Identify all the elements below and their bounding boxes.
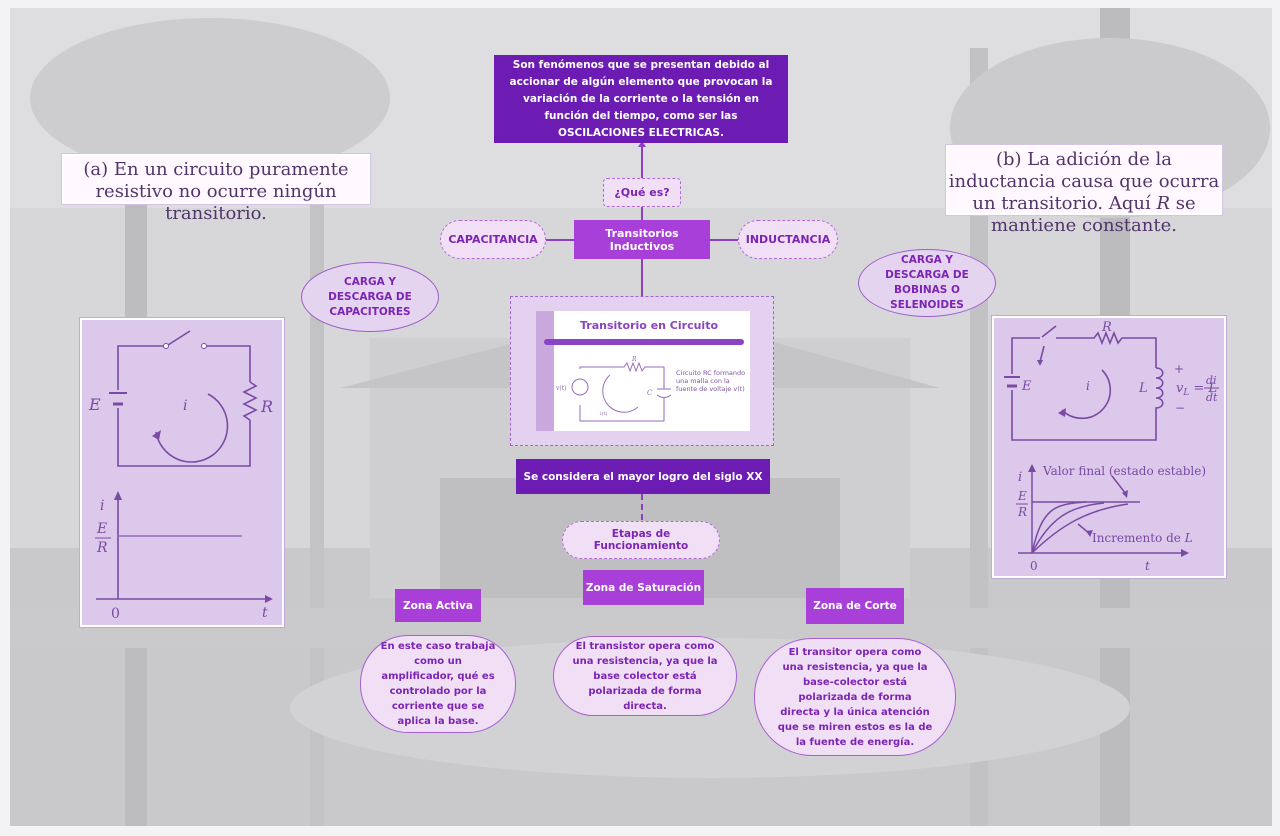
question-node: ¿Qué es? — [603, 178, 681, 207]
resistive-circuit-diagram: E i R i E R 0 t — [88, 330, 273, 622]
final-value-label: Valor final (estado estable) — [1042, 464, 1206, 478]
zone-activa-text: En este caso trabaja como un amplificado… — [380, 641, 496, 727]
axis-i: i — [1018, 470, 1022, 485]
frac-e: E — [1017, 489, 1027, 503]
connector-center-capacitancia — [546, 239, 574, 241]
right-caption-end: se mantiene constante. — [991, 193, 1196, 236]
achievement-label: Se considera el mayor logro del siglo XX — [523, 470, 763, 483]
connector-center-panel — [641, 259, 643, 296]
rc-panel-inner: Transitorio en Circuito v(t) R C i(t) Ci… — [536, 311, 750, 431]
frac-r: R — [96, 540, 108, 556]
connector-achievement-stages — [641, 494, 643, 520]
resistive-circuit-card: E i R i E R 0 t — [80, 318, 284, 627]
inductive-circuit-diagram: E i R L + − vL = L di dt — [1004, 320, 1219, 573]
rc-circuit-diagram: v(t) R C i(t) — [555, 356, 672, 422]
stages-label: Etapas de Funcionamiento — [593, 528, 689, 552]
zone-activa-label: Zona Activa — [403, 599, 473, 612]
carga-bobinas-label: CARGA Y DESCARGA DE BOBINAS O SELENOIDES — [885, 254, 969, 311]
question-label: ¿Qué es? — [614, 186, 670, 199]
rc-panel-left-bar — [536, 311, 554, 431]
label-e: E — [88, 395, 101, 414]
label-minus: − — [1175, 401, 1185, 415]
source-label: v(t) — [555, 385, 566, 392]
origin-label: 0 — [1030, 559, 1038, 573]
connector-center-inductancia — [710, 239, 738, 241]
right-caption-text: (b) La adición de la inductancia causa q… — [948, 149, 1220, 214]
achievement-box: Se considera el mayor logro del siglo XX — [516, 459, 770, 494]
zone-corte-text: El transitor opera como una resistencia,… — [777, 646, 933, 748]
capacitancia-label: CAPACITANCIA — [448, 233, 538, 246]
current-label: i(t) — [600, 410, 608, 417]
axis-t: t — [262, 605, 268, 621]
frac-e: E — [96, 521, 107, 537]
zone-saturacion-text: El transistor opera como una resistencia… — [572, 640, 718, 712]
right-caption: (b) La adición de la inductancia causa q… — [946, 145, 1222, 236]
definition-box: Son fenómenos que se presentan debido al… — [494, 55, 788, 143]
rc-panel: Transitorio en Circuito v(t) R C i(t) Ci… — [510, 296, 774, 446]
connector-question-center — [641, 207, 643, 221]
rc-panel-title-bar — [544, 339, 744, 345]
vl-equation: vL = L — [1176, 381, 1217, 398]
label-i: i — [1086, 379, 1090, 393]
axis-t: t — [1145, 559, 1150, 573]
zone-saturacion-description: El transistor opera como una resistencia… — [553, 636, 737, 716]
zone-activa-title: Zona Activa — [395, 589, 481, 622]
label-plus: + — [1174, 362, 1184, 376]
label-r: R — [260, 397, 273, 416]
zone-saturacion-label: Zona de Saturación — [585, 581, 702, 594]
rc-panel-note: Circuito RC formando una malla con la fu… — [676, 369, 746, 393]
c-label: C — [647, 389, 653, 397]
connector-question-up — [641, 145, 643, 178]
zone-corte-title: Zona de Corte — [806, 588, 904, 624]
r-label: R — [631, 356, 637, 363]
carga-bobinas-node: CARGA Y DESCARGA DE BOBINAS O SELENOIDES — [858, 249, 996, 317]
capacitancia-node: CAPACITANCIA — [440, 220, 546, 259]
definition-text: Son fenómenos que se presentan debido al… — [509, 58, 773, 139]
frac-r: R — [1017, 505, 1027, 519]
label-i: i — [183, 398, 187, 414]
carga-capacitores-node: CARGA Y DESCARGA DE CAPACITORES — [301, 262, 439, 332]
rc-panel-title: Transitorio en Circuito — [580, 319, 719, 332]
central-topic: Transitorios Inductivos — [574, 220, 710, 259]
increment-label: Incremento de L — [1092, 531, 1193, 545]
inductancia-node: INDUCTANCIA — [738, 220, 838, 259]
zone-activa-description: En este caso trabaja como un amplificado… — [360, 635, 516, 733]
label-e: E — [1021, 379, 1032, 394]
label-r: R — [1101, 320, 1112, 335]
right-caption-variable: R — [1156, 193, 1170, 214]
zone-corte-label: Zona de Corte — [813, 600, 897, 612]
inductive-circuit-card: E i R L + − vL = L di dt — [992, 316, 1226, 578]
di-label: di — [1206, 374, 1217, 387]
central-topic-label: Transitorios Inductivos — [605, 226, 679, 253]
left-caption: (a) En un circuito puramente resistivo n… — [62, 154, 370, 224]
zone-corte-description: El transitor opera como una resistencia,… — [754, 638, 956, 756]
carga-capacitores-label: CARGA Y DESCARGA DE CAPACITORES — [328, 275, 412, 318]
left-caption-text: (a) En un circuito puramente resistivo n… — [83, 159, 349, 224]
axis-i: i — [100, 498, 104, 514]
dt-label: dt — [1206, 391, 1218, 404]
zone-saturacion-title: Zona de Saturación — [583, 570, 704, 605]
arrow-head-up — [638, 141, 646, 147]
stages-node: Etapas de Funcionamiento — [562, 521, 720, 559]
inductancia-label: INDUCTANCIA — [745, 233, 831, 246]
label-l: L — [1138, 381, 1148, 396]
origin-label: 0 — [111, 606, 120, 622]
